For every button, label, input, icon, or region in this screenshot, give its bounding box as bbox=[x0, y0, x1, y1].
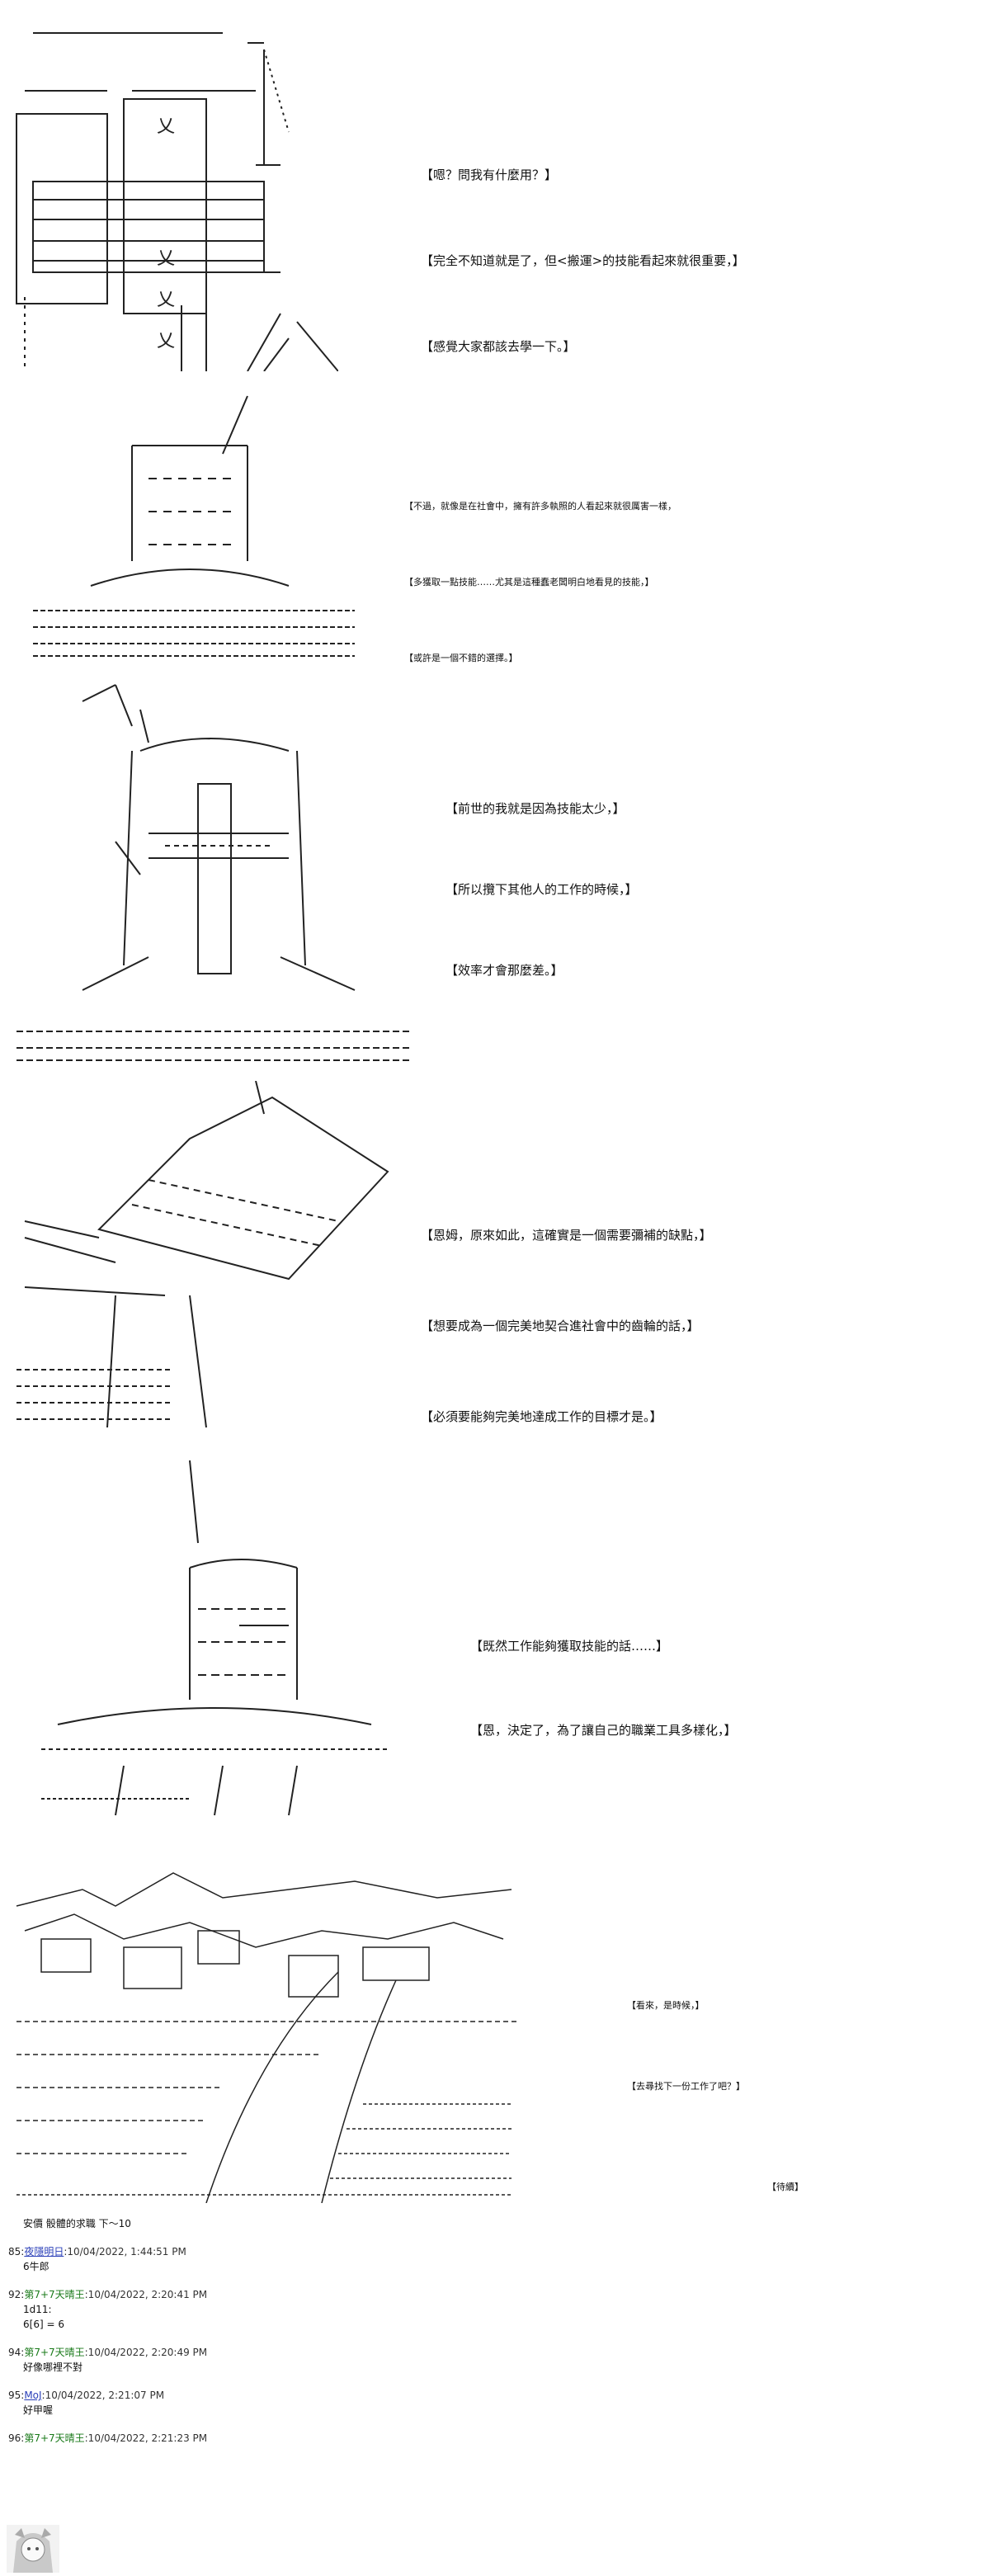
dialogue-line: 【去尋找下一份工作了吧？】 bbox=[627, 2081, 745, 2092]
aa-art-panel-5 bbox=[25, 1452, 404, 1823]
svg-text:乂: 乂 bbox=[157, 290, 175, 310]
aa-art-panel-1: 乂 乂 乂 乂 bbox=[8, 25, 338, 371]
panel-3-dialogue: 【前世的我就是因為技能太少，】 【所以攬下其他人的工作的時候，】 【效率才會那麼… bbox=[446, 800, 638, 1043]
svg-text:乂: 乂 bbox=[157, 116, 175, 137]
dialogue-line: 【所以攬下其他人的工作的時候，】 bbox=[446, 882, 638, 897]
panel-1-dialogue: 【嗯？問我有什麼用？】 【完全不知道就是了，但<搬運>的技能看起來就很重要，】 … bbox=[421, 167, 745, 424]
post-header: 95:MoJ:10/04/2022, 2:21:07 PM bbox=[8, 2388, 520, 2403]
panel-6-dialogue: 【看來，是時候，】 【去尋找下一份工作了吧？】 bbox=[627, 2000, 745, 2162]
post-number: 94: bbox=[8, 2347, 25, 2358]
post-date: :10/04/2022, 2:20:49 PM bbox=[84, 2347, 208, 2358]
post-header: 85:夜隱明日:10/04/2022, 1:44:51 PM bbox=[8, 2244, 520, 2259]
aa-art-panel-3 bbox=[8, 677, 421, 1064]
post-body: 6[6] = 6 bbox=[23, 2319, 64, 2330]
post-header: 96:第7+7天晴王:10/04/2022, 2:21:23 PM bbox=[8, 2431, 520, 2446]
panel-2-dialogue: 【不過，就像是在社會中，擁有許多執照的人看起來就很厲害一樣， 【多獲取一點技能…… bbox=[404, 501, 676, 729]
post-date: :10/04/2022, 2:20:41 PM bbox=[84, 2289, 208, 2300]
dialogue-line: 【感覺大家都該去學一下。】 bbox=[421, 339, 576, 354]
poster-name: 第7+7天晴王 bbox=[24, 2432, 85, 2444]
panel-5-dialogue: 【既然工作能夠獲取技能的話……】 【恩，決定了，為了讓自己的職業工具多樣化，】 bbox=[470, 1638, 737, 1806]
dialogue-line: 【想要成為一個完美地契合進社會中的齒輪的話，】 bbox=[421, 1319, 700, 1333]
panel-4-dialogue: 【恩姆，原來如此，這確實是一個需要彌補的缺點，】 【想要成為一個完美地契合進社會… bbox=[421, 1227, 712, 1499]
post-date: :10/04/2022, 2:21:23 PM bbox=[84, 2432, 208, 2444]
dialogue-line: 【或許是一個不錯的選擇。】 bbox=[404, 653, 518, 663]
post-body: 1d11: bbox=[23, 2304, 52, 2315]
thread-header: 安價 骰體的求職 下～10 bbox=[23, 2218, 131, 2229]
post-number: 85: bbox=[8, 2246, 25, 2258]
dialogue-line: 【效率才會那麼差。】 bbox=[446, 963, 563, 978]
post-number: 96: bbox=[8, 2432, 25, 2444]
dialogue-line: 【不過，就像是在社會中，擁有許多執照的人看起來就很厲害一樣， bbox=[404, 501, 676, 512]
dialogue-line: 【嗯？問我有什麼用？】 bbox=[421, 167, 558, 182]
post-header: 94:第7+7天晴王:10/04/2022, 2:20:49 PM bbox=[8, 2345, 520, 2360]
avatar bbox=[7, 2525, 59, 2573]
dialogue-line: 【既然工作能夠獲取技能的話……】 bbox=[470, 1639, 669, 1654]
svg-text:乂: 乂 bbox=[157, 331, 175, 351]
dialogue-line: 【看來，是時候，】 bbox=[627, 2000, 705, 2011]
aa-art-panel-6 bbox=[8, 1857, 520, 2203]
svg-text:乂: 乂 bbox=[157, 248, 175, 269]
dialogue-line: 【恩姆，原來如此，這確實是一個需要彌補的缺點，】 bbox=[421, 1228, 712, 1243]
dialogue-line: 【完全不知道就是了，但<搬運>的技能看起來就很重要，】 bbox=[421, 253, 745, 268]
post-number: 92: bbox=[8, 2289, 25, 2300]
aa-art-panel-4 bbox=[8, 1081, 404, 1444]
dialogue-line: 【恩，決定了，為了讓自己的職業工具多樣化，】 bbox=[470, 1723, 737, 1738]
post-body: 好甲喔 bbox=[23, 2404, 54, 2416]
post-header: 92:第7+7天晴王:10/04/2022, 2:20:41 PM bbox=[8, 2287, 520, 2302]
continue-label: 【待續】 bbox=[767, 2182, 804, 2192]
poster-name-link[interactable]: MoJ bbox=[24, 2390, 42, 2401]
poster-name: 第7+7天晴王 bbox=[24, 2347, 85, 2358]
post-number: 95: bbox=[8, 2390, 25, 2401]
post-date: :10/04/2022, 1:44:51 PM bbox=[64, 2246, 186, 2258]
thread-section: 安價 骰體的求職 下～10 85:夜隱明日:10/04/2022, 1:44:5… bbox=[8, 2216, 520, 2446]
aa-art-panel-2 bbox=[25, 388, 371, 660]
dialogue-line: 【前世的我就是因為技能太少，】 bbox=[446, 801, 625, 816]
post-date: :10/04/2022, 2:21:07 PM bbox=[41, 2390, 165, 2401]
post-body: 6牛郎 bbox=[23, 2261, 50, 2272]
poster-name-link[interactable]: 夜隱明日 bbox=[24, 2246, 64, 2258]
dialogue-line: 【多獲取一點技能……尤其是這種蠢老闆明白地看見的技能，】 bbox=[404, 577, 654, 587]
post-body: 好像哪裡不對 bbox=[23, 2361, 83, 2373]
dialogue-line: 【必須要能夠完美地達成工作的目標才是。】 bbox=[421, 1409, 662, 1424]
poster-name: 第7+7天晴王 bbox=[24, 2289, 85, 2300]
